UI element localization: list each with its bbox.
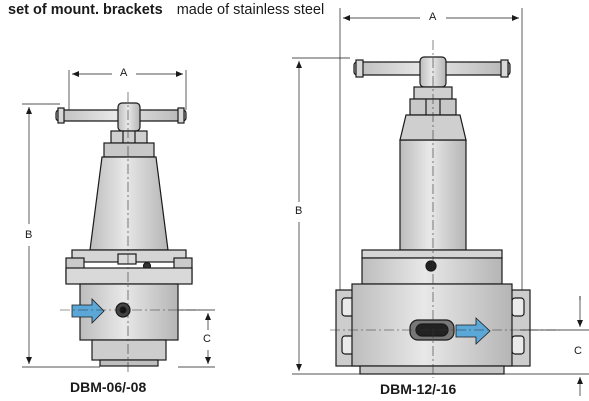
dimension-b-left [22, 103, 100, 368]
header-bold-text: set of mount. brackets [8, 2, 163, 18]
header-text: set of mount. brackets made of stainless … [8, 2, 324, 18]
dimension-b-right [292, 57, 360, 375]
dim-label-c-left: C [202, 333, 212, 345]
dimension-a-left [68, 70, 187, 110]
dim-label-b-right: B [294, 205, 304, 217]
center-lines-right [330, 40, 560, 378]
regulator-drawing-large [335, 56, 531, 375]
center-lines-left [60, 92, 200, 372]
regulator-drawing-small [55, 102, 193, 367]
flow-arrow-left [71, 298, 105, 324]
header-normal-text: made of stainless steel [176, 2, 325, 18]
dim-label-c-right: C [573, 345, 583, 357]
dimension-c-right [504, 296, 589, 396]
dimension-c-left [178, 309, 215, 368]
dim-label-a-left: A [119, 67, 129, 79]
dimension-a-right [339, 8, 523, 290]
flow-arrow-right [455, 317, 491, 345]
caption-dbm-06-08: DBM-06/-08 [70, 379, 147, 395]
dim-label-a-right: A [428, 11, 438, 23]
caption-dbm-12-16: DBM-12/-16 [380, 381, 457, 397]
dim-label-b-left: B [24, 229, 34, 241]
